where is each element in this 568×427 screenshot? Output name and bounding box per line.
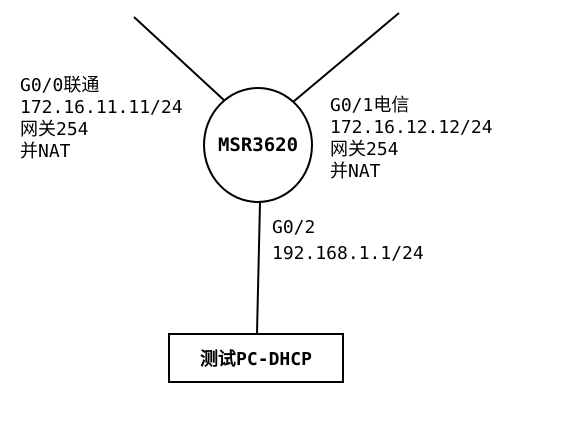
- g01-port: G0/1电信: [330, 95, 410, 116]
- interface-g02-label: G0/2 192.168.1.1/24: [272, 215, 424, 267]
- router-name: MSR3620: [217, 134, 299, 156]
- link-g00: [133, 16, 227, 103]
- g01-nat: 并NAT: [330, 161, 381, 182]
- g01-gateway: 网关254: [330, 139, 399, 160]
- g00-port: G0/0联通: [20, 75, 100, 96]
- link-g01: [292, 12, 400, 103]
- pc-label: 测试PC-DHCP: [200, 349, 312, 370]
- g00-gateway: 网关254: [20, 119, 89, 140]
- g02-ip: 192.168.1.1/24: [272, 243, 424, 264]
- g01-ip: 172.16.12.12/24: [330, 117, 493, 138]
- g00-nat: 并NAT: [20, 141, 71, 162]
- link-g02: [256, 202, 261, 334]
- interface-g01-label: G0/1电信 172.16.12.12/24 网关254 并NAT: [330, 95, 493, 183]
- router-node: MSR3620: [203, 87, 313, 203]
- test-pc-node: 测试PC-DHCP: [168, 333, 344, 383]
- g00-ip: 172.16.11.11/24: [20, 97, 183, 118]
- interface-g00-label: G0/0联通 172.16.11.11/24 网关254 并NAT: [20, 75, 183, 163]
- g02-port: G0/2: [272, 217, 316, 238]
